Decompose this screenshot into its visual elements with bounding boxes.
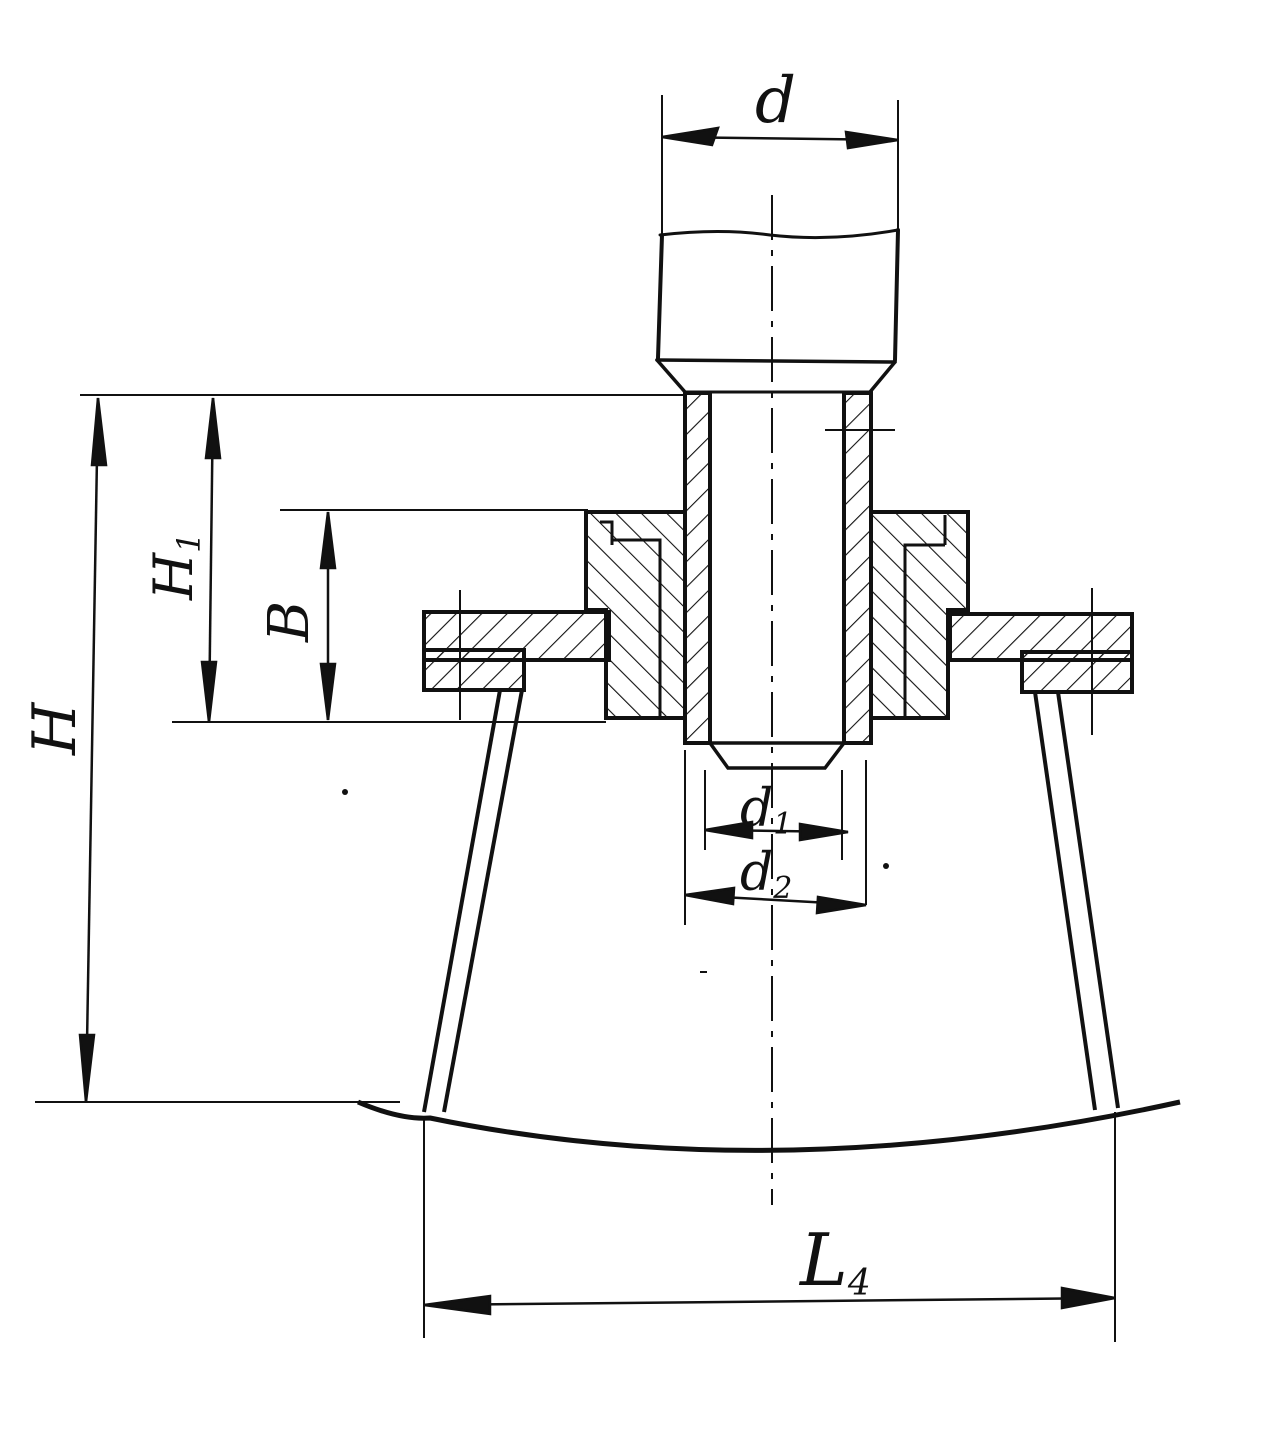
- label-h1: H1: [142, 533, 208, 601]
- sleeve-bottom: [685, 390, 871, 770]
- extension-lines: [35, 95, 1116, 1342]
- shaft: [655, 228, 900, 394]
- speck: [883, 863, 889, 869]
- dimension-lines: [78, 126, 1116, 1316]
- label-d2: d2: [740, 843, 792, 906]
- label-b: B: [257, 601, 322, 643]
- label-d: d: [755, 64, 796, 138]
- label-l: L4: [798, 1218, 871, 1304]
- speck: [342, 789, 348, 795]
- right-hub: [869, 510, 970, 720]
- sleeve: [683, 391, 873, 745]
- housing-walls: [422, 689, 1120, 1113]
- right-flange: [948, 612, 1134, 694]
- left-flange: [422, 610, 611, 692]
- base-curve: [357, 1099, 1181, 1153]
- label-d1: d1: [740, 779, 792, 842]
- label-h: H: [20, 701, 90, 756]
